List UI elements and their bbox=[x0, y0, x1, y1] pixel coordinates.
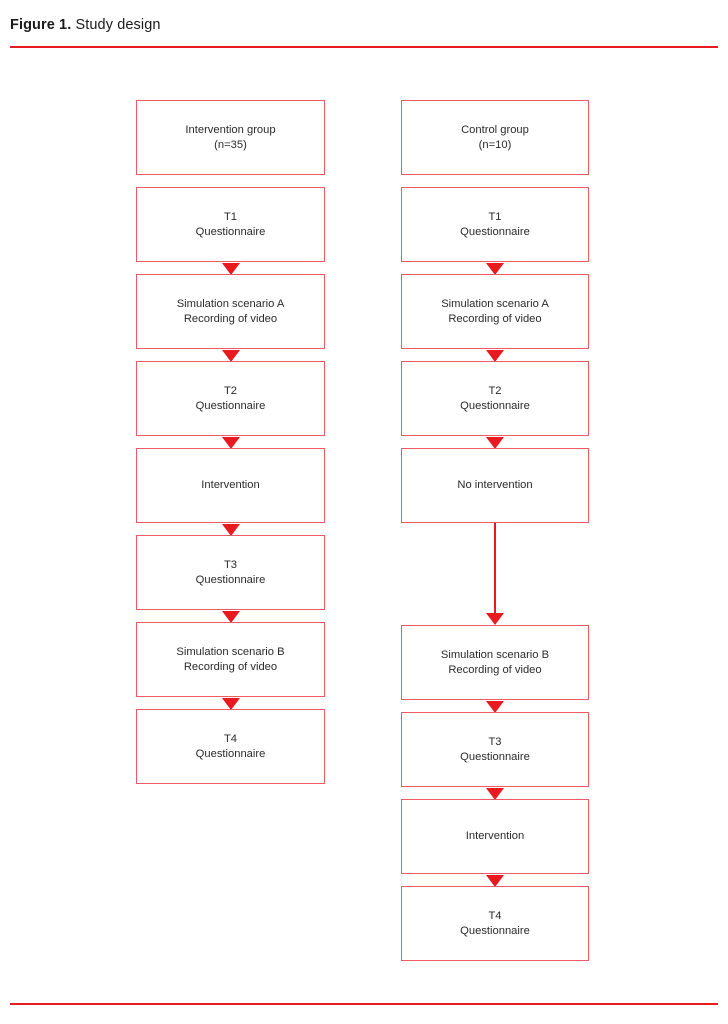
flow-box-ctl-t2: T2 Questionnaire bbox=[401, 361, 589, 436]
flow-box-int-t3: T3 Questionnaire bbox=[136, 535, 325, 610]
flow-box-label: T1 Questionnaire bbox=[460, 210, 530, 238]
flow-box-label: Intervention group (n=35) bbox=[185, 123, 276, 151]
figure-title: Study design bbox=[75, 17, 161, 33]
arrow-head-int-sim-b bbox=[221, 698, 240, 710]
flow-box-label: Simulation scenario B Recording of video bbox=[176, 645, 285, 673]
figure-caption: Figure 1. Study design bbox=[10, 17, 161, 33]
arrow-head-int-t1 bbox=[221, 263, 240, 275]
flow-box-ctl-t4: T4 Questionnaire bbox=[401, 886, 589, 961]
flow-box-ctl-sim-a: Simulation scenario A Recording of video bbox=[401, 274, 589, 349]
flow-box-ctl-no-interv: No intervention bbox=[401, 448, 589, 523]
arrow-head-ctl-interv bbox=[486, 875, 504, 887]
flow-box-ctl-t1: T1 Questionnaire bbox=[401, 187, 589, 262]
figure-label: Figure 1. bbox=[10, 17, 72, 33]
flow-box-int-sim-a: Simulation scenario A Recording of video bbox=[136, 274, 325, 349]
flow-box-int-sim-b: Simulation scenario B Recording of video bbox=[136, 622, 325, 697]
flow-box-ctl-interv: Intervention bbox=[401, 799, 589, 874]
arrow-head-int-t3 bbox=[221, 611, 240, 623]
flow-box-label: Simulation scenario A Recording of video bbox=[441, 297, 549, 325]
arrow-head-ctl-t1 bbox=[486, 263, 504, 275]
arrow-head-int-t2 bbox=[221, 437, 240, 449]
flow-box-label: Simulation scenario B Recording of video bbox=[440, 648, 550, 676]
top-divider-rule bbox=[10, 46, 718, 48]
arrow-head-int-sim-a bbox=[221, 350, 240, 362]
bottom-divider-rule bbox=[10, 1003, 718, 1005]
flow-box-label: Intervention bbox=[465, 830, 525, 842]
flow-box-ctl-sim-b: Simulation scenario B Recording of video bbox=[401, 625, 589, 700]
arrow-head-ctl-sim-b bbox=[486, 701, 504, 713]
flow-box-label: No intervention bbox=[457, 479, 533, 491]
flow-box-int-t2: T2 Questionnaire bbox=[136, 361, 325, 436]
connector-line-ctl-no-interv bbox=[494, 523, 496, 614]
arrow-head-int-interv bbox=[221, 524, 240, 536]
flow-box-label: T3 Questionnaire bbox=[460, 735, 530, 763]
flow-box-ctl-t3: T3 Questionnaire bbox=[401, 712, 589, 787]
flow-box-int-t4: T4 Questionnaire bbox=[136, 709, 325, 784]
flow-box-int-interv: Intervention bbox=[136, 448, 325, 523]
flow-box-label: Simulation scenario A Recording of video bbox=[176, 297, 285, 325]
flow-box-ctl-group: Control group (n=10) bbox=[401, 100, 589, 175]
flow-box-label: Intervention bbox=[201, 479, 260, 491]
flow-box-label: T3 Questionnaire bbox=[195, 558, 266, 586]
arrow-head-ctl-t2 bbox=[486, 437, 504, 449]
arrow-head-ctl-t3 bbox=[486, 788, 504, 800]
arrow-head-ctl-no-interv bbox=[486, 613, 504, 625]
flow-box-int-group: Intervention group (n=35) bbox=[136, 100, 325, 175]
flow-box-label: T4 Questionnaire bbox=[460, 909, 530, 937]
flow-box-label: T4 Questionnaire bbox=[195, 732, 266, 760]
arrow-head-ctl-sim-a bbox=[486, 350, 504, 362]
flow-box-label: T2 Questionnaire bbox=[460, 384, 530, 412]
flow-box-int-t1: T1 Questionnaire bbox=[136, 187, 325, 262]
flow-box-label: Control group (n=10) bbox=[461, 123, 529, 151]
flow-box-label: T2 Questionnaire bbox=[195, 384, 266, 412]
flow-box-label: T1 Questionnaire bbox=[195, 210, 266, 238]
